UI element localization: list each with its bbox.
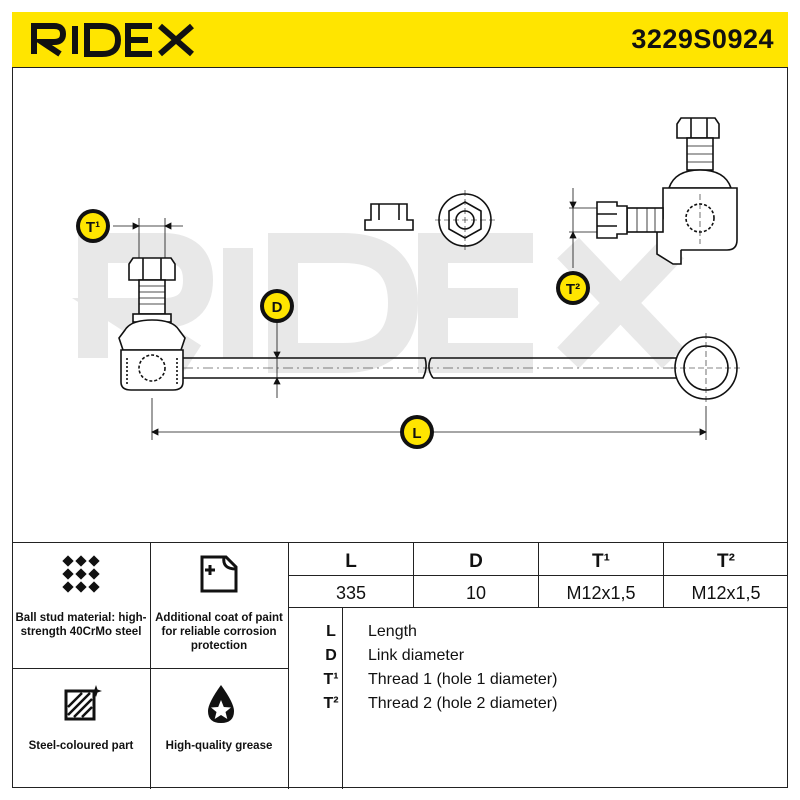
grid-divider xyxy=(12,668,288,669)
legend-key-t1: T¹ xyxy=(323,671,339,688)
spec-value-t2: M12x1,5 xyxy=(691,583,761,603)
grid-divider xyxy=(342,607,343,789)
legend-key-t2: T² xyxy=(323,695,339,712)
svg-text:D: D xyxy=(272,299,283,316)
feature-grease-text: High-quality grease xyxy=(165,740,273,752)
spec-header-t2: T² xyxy=(717,551,735,572)
legend-desc-l: Length xyxy=(368,623,417,640)
header-bar: 3229S0924 xyxy=(12,12,788,68)
label-t2: T² xyxy=(556,271,590,305)
feature-steel-text: Steel-coloured part xyxy=(28,740,134,752)
feature-paint-text: Additional coat of paint for reliable co… xyxy=(155,612,283,652)
nut-side-view xyxy=(364,203,414,231)
left-ball-joint xyxy=(118,257,186,391)
spec-value-d: 10 xyxy=(465,583,487,603)
grid-divider xyxy=(288,543,289,789)
link-rod xyxy=(183,357,679,379)
grid-divider xyxy=(663,543,664,607)
legend-key-d: D xyxy=(325,647,337,664)
right-ball-joint xyxy=(596,117,738,265)
ridex-logo-icon xyxy=(31,23,194,57)
label-d: D xyxy=(260,289,294,323)
nut-top-view xyxy=(435,190,495,250)
label-t1: T¹ xyxy=(76,209,110,243)
feature-ball-stud-text: Ball stud material: high-strength 40CrMo… xyxy=(15,612,147,638)
brand-logo xyxy=(30,21,200,62)
grid-divider xyxy=(150,543,151,789)
grid-divider xyxy=(413,543,414,607)
label-l: L xyxy=(400,415,434,449)
legend-desc-d: Link diameter xyxy=(368,647,465,664)
spec-header-t1: T¹ xyxy=(592,551,610,572)
grid-divider xyxy=(288,607,788,608)
spec-value-l: 335 xyxy=(335,583,367,603)
right-eye-end xyxy=(671,333,741,403)
part-number: 3229S0924 xyxy=(631,24,774,54)
paint-coat-icon xyxy=(198,553,240,600)
info-table: Ball stud material: high-strength 40CrMo… xyxy=(12,542,788,789)
spec-header-d: D xyxy=(469,551,483,572)
legend-key-l: L xyxy=(326,623,336,640)
legend-desc-t1: Thread 1 (hole 1 diameter) xyxy=(368,671,558,688)
legend-desc-t2: Thread 2 (hole 2 diameter) xyxy=(368,695,558,712)
spec-header-l: L xyxy=(345,551,357,572)
spec-value-t1: M12x1,5 xyxy=(566,583,636,603)
technical-drawing: T¹ D T² L xyxy=(13,68,787,542)
svg-text:T²: T² xyxy=(566,281,580,298)
grid-divider xyxy=(538,543,539,607)
svg-text:T¹: T¹ xyxy=(86,219,100,236)
grease-drop-icon xyxy=(200,683,242,730)
svg-text:L: L xyxy=(412,425,421,442)
steel-coloured-icon xyxy=(62,683,104,730)
ball-stud-material-icon xyxy=(60,553,102,600)
